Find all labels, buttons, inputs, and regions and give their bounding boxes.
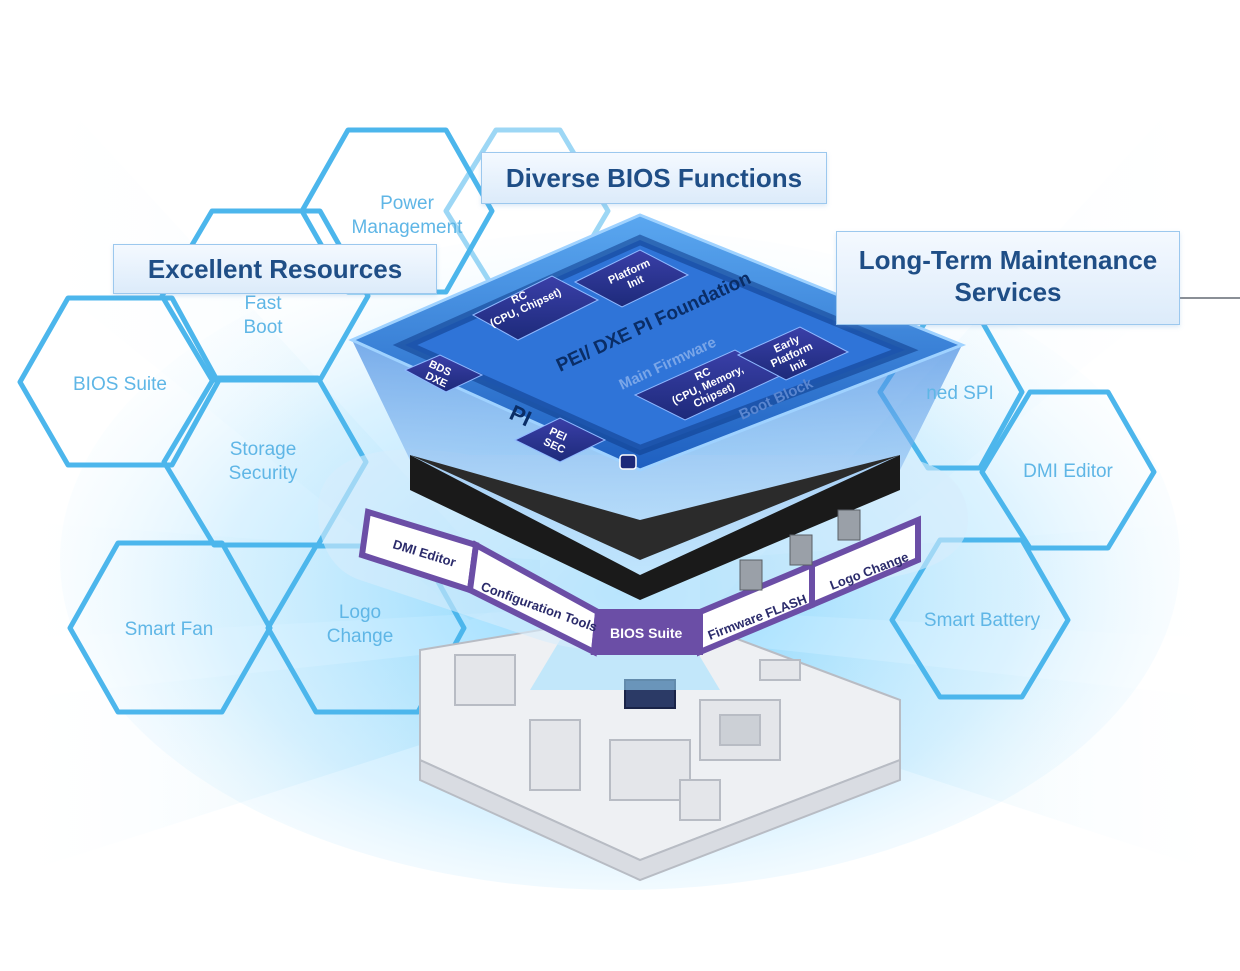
- hex-logo-change: [265, 543, 467, 715]
- bios-chip: RC (CPU, Chipset) Platform Init RC (CPU,…: [348, 213, 967, 600]
- hex-label-storage-line2: Security: [228, 463, 298, 484]
- hex-label-smart-battery: Smart Battery: [923, 610, 1041, 631]
- hex-label-bios-suite: BIOS Suite: [73, 374, 167, 395]
- ribbon-label-bios-suite: BIOS Suite: [610, 625, 683, 641]
- banner-excellent-resources: Excellent Resources: [113, 244, 437, 294]
- hex-label-power-management: Power Management: [352, 192, 463, 240]
- hex-label-spi: ned SPI: [926, 383, 994, 404]
- lock-icon: [619, 454, 637, 470]
- banner-diverse-bios-functions: Diverse BIOS Functions: [481, 152, 827, 204]
- hex-label-logo-line2: Change: [326, 626, 394, 647]
- hex-label-fast-boot: Fast Boot: [243, 292, 282, 340]
- hex-label-fast-line1: Fast: [244, 293, 282, 314]
- hex-label-storage-security: Storage Security: [229, 438, 298, 486]
- banner-diverse-text: Diverse BIOS Functions: [505, 163, 803, 193]
- motherboard-illustration: [419, 608, 901, 882]
- hex-label-storage-line1: Storage: [229, 439, 297, 460]
- hex-label-power-line2: Management: [351, 217, 463, 238]
- banner-long-term-maintenance: Long-Term Maintenance Services: [836, 231, 1180, 325]
- hex-dmi-editor: [979, 389, 1157, 551]
- banner-longterm-line1: Long-Term Maintenance: [858, 245, 1158, 275]
- hex-label-logo-change: Logo Change: [327, 601, 394, 649]
- hex-bios-suite: [17, 295, 221, 468]
- hex-label-logo-line1: Logo: [338, 602, 382, 623]
- hex-label-smart-fan: Smart Fan: [124, 619, 214, 640]
- banner-excellent-text: Excellent Resources: [147, 254, 403, 284]
- hex-label-power-line1: Power: [380, 193, 434, 214]
- hex-label-dmi-editor: DMI Editor: [1023, 461, 1113, 482]
- hex-label-fast-line2: Boot: [243, 317, 283, 338]
- banner-longterm-line2: Services: [954, 277, 1062, 307]
